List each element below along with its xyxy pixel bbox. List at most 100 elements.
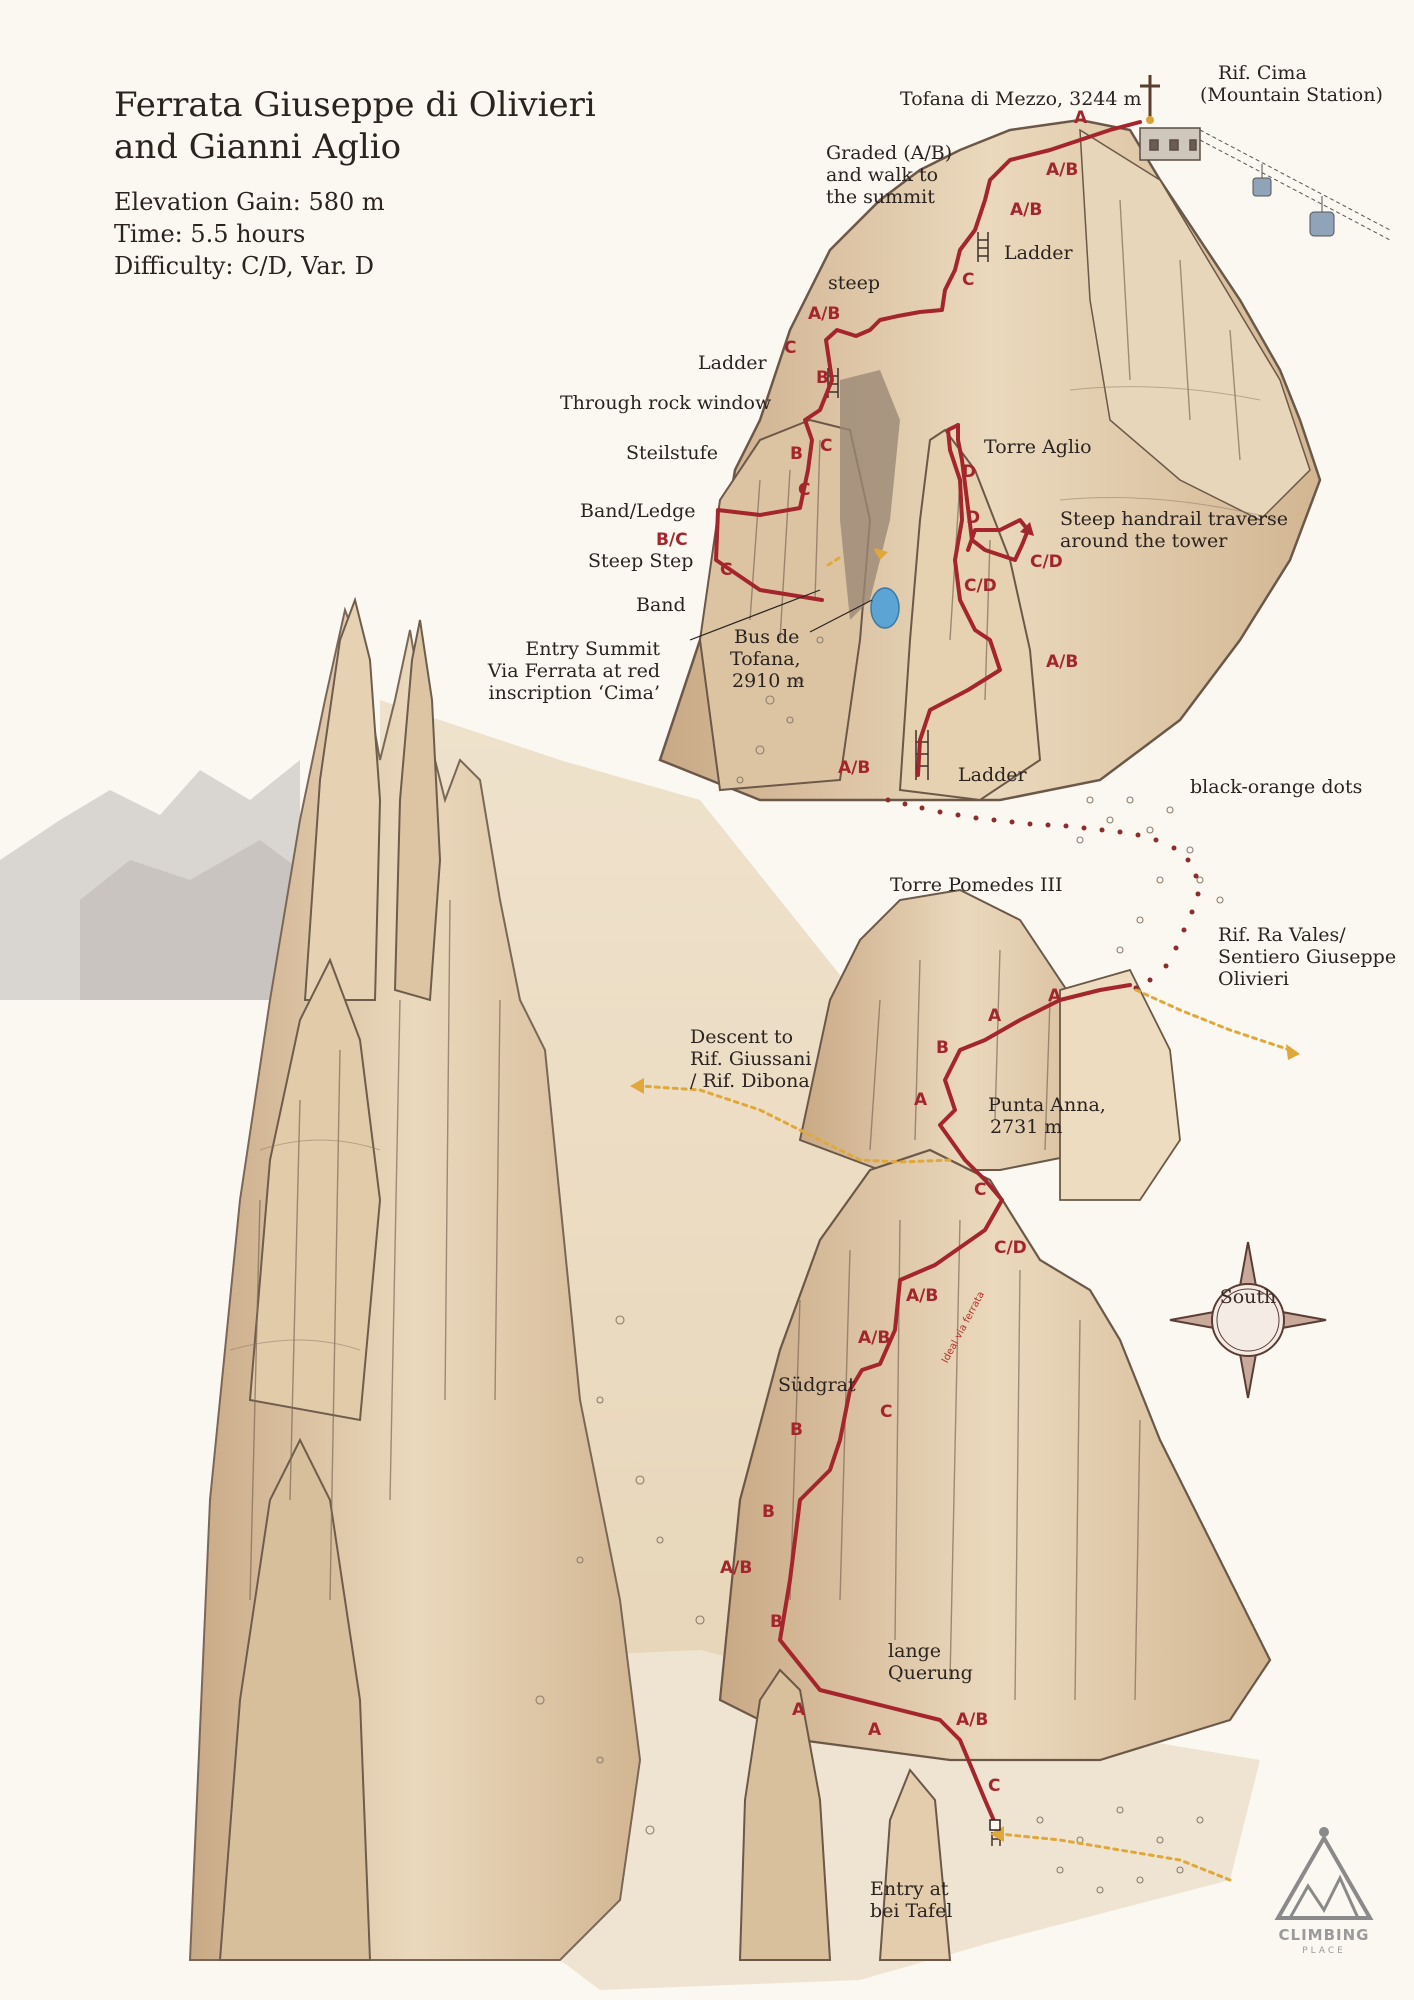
torre-pomedes [798, 888, 1132, 1171]
grade-marker: C [880, 1402, 893, 1422]
label-descent-1: Descent to [690, 1026, 794, 1048]
route-title-line2: and Gianni Aglio [114, 127, 402, 167]
label-entry-2: bei Tafel [870, 1900, 953, 1922]
grade-marker: B [762, 1502, 775, 1522]
grade-marker: A/B [1046, 652, 1079, 672]
label-entry-1: Entry at [870, 1878, 949, 1900]
summit-hut [1139, 127, 1201, 161]
grade-marker: A/B [838, 758, 871, 778]
label-descent-3: / Rif. Dibona [690, 1070, 810, 1092]
logo-sub: PLACE [1302, 1946, 1346, 1956]
label-descent-2: Rif. Giussani [690, 1048, 812, 1070]
label-graded-3: the summit [826, 186, 935, 208]
grade-marker: C/D [1030, 552, 1063, 572]
label-bus-2: Tofana, [730, 648, 801, 670]
label-steilstufe: Steilstufe [626, 442, 718, 464]
route-difficulty: Difficulty: C/D, Var. D [114, 252, 375, 280]
grade-marker: B/C [656, 530, 688, 550]
label-torre-pomedes: Torre Pomedes III [890, 874, 1063, 896]
label-rif-ra-vales-1: Rif. Ra Vales/ [1218, 924, 1346, 946]
leader-lines [689, 589, 873, 641]
summit-face [1079, 128, 1311, 521]
label-sudgrat: Südgrat [778, 1374, 856, 1396]
grade-marker: A [1048, 986, 1062, 1006]
label-steep-step: Steep Step [588, 550, 694, 572]
label-bus-3: 2910 m [732, 670, 805, 692]
label-dots: black-orange dots [1190, 776, 1363, 798]
label-mountain-station: (Mountain Station) [1200, 84, 1383, 106]
grade-marker: A/B [720, 1558, 753, 1578]
compass-rose-icon [1169, 1241, 1327, 1399]
label-lange-2: Querung [888, 1662, 973, 1684]
label-handrail-2: around the tower [1060, 530, 1228, 552]
red-traverse-arrow [1020, 522, 1034, 536]
label-rif-ra-vales-2: Sentiero Giuseppe [1218, 946, 1397, 968]
strata-lines [229, 386, 1281, 1351]
grade-marker: D [962, 462, 977, 482]
route-time: Time: 5.5 hours [114, 220, 306, 248]
ferrata-route [714, 120, 1142, 1832]
grade-marker: B [936, 1038, 949, 1058]
label-punta-anna-1: Punta Anna, [988, 1094, 1106, 1116]
punta-anna-ridge [1059, 968, 1181, 1201]
route-title: Ferrata Giuseppe di Olivieri and Gianni … [114, 84, 596, 168]
label-torre-aglio: Torre Aglio [984, 436, 1092, 458]
sudgrat-pillar [738, 1668, 832, 1961]
label-rif-cima: Rif. Cima [1218, 62, 1307, 84]
spire-a [303, 596, 382, 1001]
route-title-line1: Ferrata Giuseppe di Olivieri [114, 85, 596, 125]
grade-marker: C [784, 338, 797, 358]
grade-marker: C [962, 270, 975, 290]
elevation-gain: Elevation Gain: 580 m [114, 188, 385, 216]
grade-marker: B [770, 1612, 783, 1632]
climbing-place-logo-icon [1274, 1827, 1374, 1920]
label-graded-1: Graded (A/B) [826, 142, 953, 164]
grade-marker: C [798, 480, 811, 500]
grade-marker: A/B [858, 1328, 891, 1348]
label-ladder-top: Ladder [1004, 242, 1073, 264]
spire-c [248, 957, 382, 1422]
grade-marker: A/B [956, 1710, 989, 1730]
sudgrat-pillar-2 [878, 1768, 952, 1961]
label-handrail-1: Steep handrail traverse [1060, 508, 1289, 530]
route-info: Elevation Gain: 580 m Time: 5.5 hours Di… [114, 186, 385, 282]
grade-marker: B [816, 368, 829, 388]
label-ladder-low: Ladder [958, 764, 1027, 786]
label-entry-summit-3: inscription ‘Cima’ [488, 682, 661, 704]
label-bus-1: Bus de [734, 626, 800, 648]
label-punta-anna-2: 2731 m [990, 1116, 1063, 1138]
label-ladder-mid: Ladder [698, 352, 767, 374]
compass-label: South [1219, 1286, 1277, 1308]
label-entry-summit-1: Entry Summit [525, 638, 660, 660]
summit-cross-icon [1140, 75, 1160, 118]
rock-texture [249, 199, 1241, 1701]
grade-marker: D [966, 508, 981, 528]
lake-icon [870, 587, 900, 629]
gully-dark [840, 370, 900, 620]
grade-marker: A [1074, 108, 1088, 128]
logo-name: CLIMBING [1278, 1926, 1370, 1944]
label-tofana-summit: Tofana di Mezzo, 3244 m [900, 88, 1142, 110]
grade-marker: C/D [964, 576, 997, 596]
spire-d [218, 1437, 372, 1961]
grade-marker: A [868, 1720, 882, 1740]
grade-marker: B [790, 444, 803, 464]
grade-marker: C [974, 1180, 987, 1200]
scree-pebbles [535, 636, 1224, 1894]
grade-marker: A [792, 1700, 806, 1720]
summit-marker [1146, 116, 1154, 124]
grade-marker: A/B [906, 1286, 939, 1306]
label-rock-window: Through rock window [560, 392, 772, 414]
grade-marker: A/B [1046, 160, 1079, 180]
label-band-ledge: Band/Ledge [580, 500, 696, 522]
cable-car-icon [1199, 129, 1391, 241]
label-band: Band [636, 594, 686, 616]
grade-marker: A/B [1010, 200, 1043, 220]
grade-marker: A/B [808, 304, 841, 324]
label-lange-1: lange [888, 1640, 942, 1662]
label-graded-2: and walk to [826, 164, 939, 186]
marked-dots-trail [885, 797, 1201, 991]
label-rif-ra-vales-3: Olivieri [1218, 968, 1289, 990]
